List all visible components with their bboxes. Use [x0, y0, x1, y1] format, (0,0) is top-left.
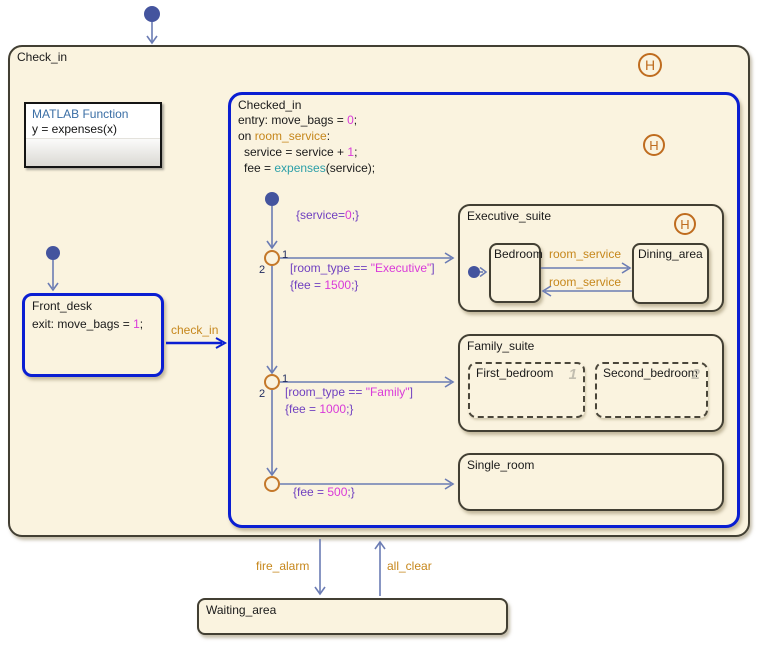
state-dining-area[interactable]: Dining_area — [632, 243, 709, 304]
state-check-in-title: Check_in — [17, 50, 68, 64]
family-condition-line: [room_type == "Family"] — [285, 384, 413, 401]
history-junction-executive-suite[interactable]: H — [674, 213, 696, 235]
service-init-post: ;} — [351, 208, 360, 222]
exit-action-value: 1 — [133, 317, 140, 331]
exit-action-suffix: ; — [139, 317, 144, 331]
checked-in-on-clause: on room_service: — [231, 128, 737, 144]
fee-stmt-suffix: (service); — [325, 161, 376, 175]
on-event-name: room_service — [254, 129, 327, 143]
exec-cond-pre: [room_type == — [290, 261, 371, 275]
history-junction-check-in[interactable]: H — [638, 53, 662, 77]
parallel-order-2: 2 — [691, 366, 700, 383]
junction-1-branch-2: 2 — [259, 264, 266, 276]
exec-cond-post: ] — [431, 261, 435, 275]
default-transition-dot-chart[interactable] — [144, 6, 160, 22]
state-front-desk[interactable]: Front_desk exit: move_bags = 1; — [22, 293, 164, 377]
service-init-value: 0 — [345, 208, 352, 222]
service-stmt-suffix: ; — [354, 145, 358, 159]
state-bedroom[interactable]: Bedroom — [489, 243, 543, 303]
transition-label-executive-condition[interactable]: [room_type == "Executive"] {fee = 1500;} — [290, 260, 435, 294]
default-transition-dot-bedroom[interactable] — [468, 266, 480, 278]
family-action-value: 1000 — [319, 402, 347, 416]
family-action-line: {fee = 1000;} — [285, 401, 413, 418]
service-stmt-value: 1 — [347, 145, 355, 159]
state-checked-in-title: Checked_in — [238, 98, 302, 112]
executive-condition-line: [room_type == "Executive"] — [290, 260, 435, 277]
junction-2-branch-1: 1 — [282, 373, 289, 385]
state-single-room-title: Single_room — [467, 458, 535, 472]
default-transition-dot-front-desk[interactable] — [46, 246, 60, 260]
junction-2-branch-2: 2 — [259, 388, 266, 400]
transition-label-family-condition[interactable]: [room_type == "Family"] {fee = 1000;} — [285, 384, 413, 418]
service-init-pre: {service= — [296, 208, 346, 222]
entry-value: 0 — [347, 113, 354, 127]
state-waiting-area[interactable]: Waiting_area — [197, 598, 508, 635]
junction-1[interactable] — [264, 250, 280, 266]
state-dining-area-title: Dining_area — [638, 247, 703, 261]
service-stmt-text: service = service + — [244, 145, 348, 159]
state-first-bedroom-title: First_bedroom — [476, 366, 554, 380]
transition-label-service-init[interactable]: {service=0;} — [296, 207, 359, 224]
exec-cond-string: "Executive" — [370, 261, 432, 275]
junction-3[interactable] — [264, 476, 280, 492]
transition-fire-alarm-arrowhead — [314, 586, 326, 596]
state-front-desk-title: Front_desk — [32, 299, 93, 313]
exec-action-pre: {fee = — [290, 278, 325, 292]
transition-label-room-service-bottom[interactable]: room_service — [549, 275, 622, 289]
state-first-bedroom[interactable]: First_bedroom 1 — [468, 362, 585, 418]
history-icon: H — [680, 216, 690, 232]
entry-text: entry: move_bags = — [238, 113, 348, 127]
state-single-room[interactable]: Single_room — [458, 453, 724, 511]
family-cond-pre: [room_type == — [285, 385, 366, 399]
default-transition-chart-arrowhead — [146, 35, 158, 45]
default-transition-dot-junctions[interactable] — [265, 192, 279, 206]
matlab-function-signature: y = expenses(x) — [32, 122, 118, 136]
on-suffix: : — [326, 129, 331, 143]
history-icon: H — [644, 57, 656, 73]
single-action-post: ;} — [347, 485, 355, 499]
checked-in-service-stmt: service = service + 1; — [231, 144, 737, 160]
state-waiting-area-title: Waiting_area — [206, 603, 277, 617]
exit-action-text: exit: move_bags = — [32, 317, 134, 331]
single-action-value: 500 — [327, 485, 348, 499]
state-second-bedroom[interactable]: Second_bedroom 2 — [595, 362, 708, 418]
history-junction-checked-in[interactable]: H — [643, 134, 665, 156]
state-bedroom-title: Bedroom — [494, 247, 543, 261]
fee-stmt-text: fee = — [244, 161, 275, 175]
matlab-function-box[interactable]: MATLAB Function y = expenses(x) — [24, 102, 162, 168]
transition-all-clear-arrowhead — [374, 540, 386, 550]
state-second-bedroom-title: Second_bedroom — [603, 366, 698, 380]
checked-in-fee-stmt: fee = expenses(service); — [231, 160, 737, 176]
family-cond-post: ] — [409, 385, 413, 399]
junction-2[interactable] — [264, 374, 280, 390]
family-action-post: ;} — [346, 402, 354, 416]
entry-suffix: ; — [353, 113, 358, 127]
transition-label-room-service-top[interactable]: room_service — [549, 247, 622, 261]
single-action-pre: {fee = — [293, 485, 328, 499]
transition-label-single-action[interactable]: {fee = 500;} — [293, 484, 355, 501]
state-family-suite-title: Family_suite — [467, 339, 535, 353]
family-action-pre: {fee = — [285, 402, 320, 416]
executive-action-line: {fee = 1500;} — [290, 277, 435, 294]
exec-action-value: 1500 — [324, 278, 352, 292]
state-executive-suite-title: Executive_suite — [467, 209, 552, 223]
front-desk-exit-action: exit: move_bags = 1; — [25, 316, 161, 332]
matlab-function-label: MATLAB Function — [32, 107, 129, 121]
parallel-order-1: 1 — [568, 366, 577, 383]
exec-action-post: ;} — [351, 278, 359, 292]
fee-stmt-function: expenses — [274, 161, 326, 175]
transition-label-all-clear[interactable]: all_clear — [387, 559, 432, 573]
transition-label-check-in[interactable]: check_in — [171, 323, 219, 337]
history-icon: H — [649, 137, 659, 153]
transition-label-fire-alarm[interactable]: fire_alarm — [256, 559, 310, 573]
matlab-function-gradient — [26, 138, 160, 166]
checked-in-entry-action: entry: move_bags = 0; — [231, 112, 737, 128]
junction-1-branch-1: 1 — [282, 249, 289, 261]
family-cond-string: "Family" — [365, 385, 410, 399]
on-keyword: on — [238, 129, 255, 143]
